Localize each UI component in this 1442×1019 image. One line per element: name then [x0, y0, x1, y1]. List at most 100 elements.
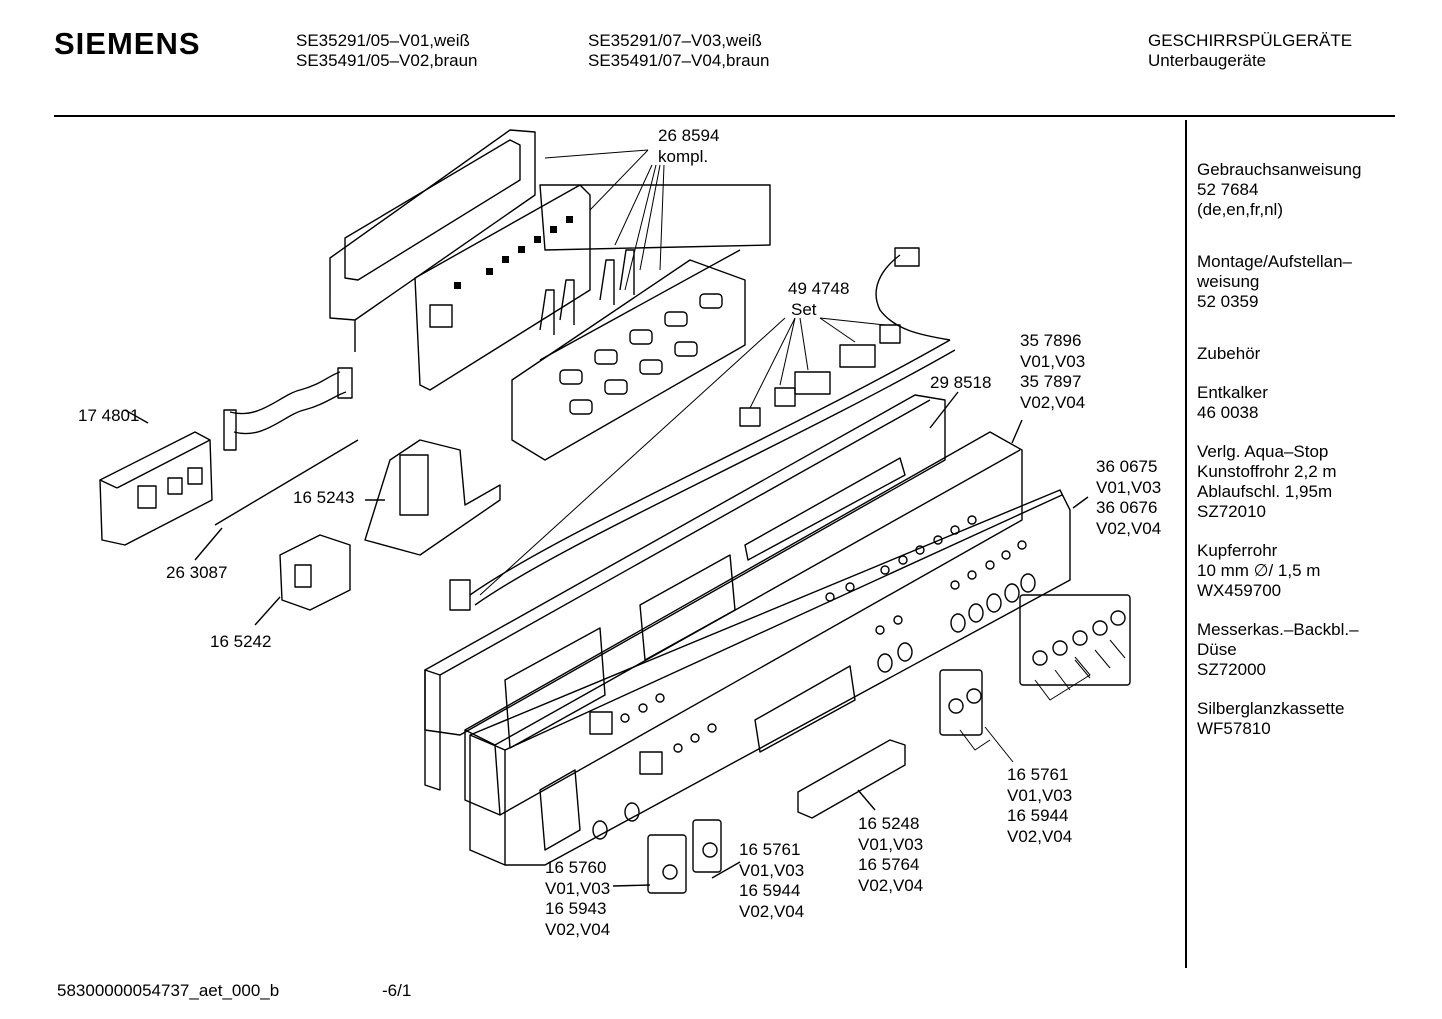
- mounting-bracket: [364, 439, 501, 556]
- button-strip: [797, 739, 906, 819]
- leader-line: [612, 884, 651, 887]
- category-line: Unterbaugeräte: [1148, 51, 1267, 70]
- accessory-line: 52 7684: [1197, 180, 1259, 199]
- accessory-group: Kupferrohr 10 mm ∅/ 1,5 m WX459700: [1197, 541, 1361, 601]
- callout-29-8518: 29 8518: [930, 373, 991, 394]
- accessory-line: SZ72000: [1197, 660, 1266, 679]
- electronic-board: [414, 184, 591, 391]
- callout-16-5248: 16 5248 V01,V03 16 5764 V02,V04: [858, 814, 923, 896]
- callout-16-5761-bottom: 16 5761 V01,V03 16 5944 V02,V04: [739, 840, 804, 922]
- model-line: SE35291/07–V03,weiß: [588, 31, 762, 50]
- callout-line: V02,V04: [1020, 392, 1086, 412]
- accessory-group: Montage/Aufstellan– weisung 52 0359: [1197, 252, 1361, 312]
- fascia-panel: [469, 489, 1071, 866]
- accessory-group: Messerkas.–Backbl.– Düse SZ72000: [1197, 620, 1361, 680]
- accessory-line: WX459700: [1197, 581, 1282, 600]
- callout-line: 16 5242: [210, 632, 272, 651]
- leader-line: [857, 789, 876, 811]
- control-panel-cover: [329, 129, 771, 352]
- leader-line: [929, 391, 959, 429]
- model-line: SE35291/05–V01,weiß: [296, 31, 470, 50]
- models-col-2: SE35291/07–V03,weiß SE35491/07–V04,braun: [588, 31, 770, 71]
- leader-line: [1072, 496, 1089, 509]
- callout-line: V01,V03: [1096, 477, 1162, 497]
- brand-logo: SIEMENS: [54, 26, 201, 61]
- accessory-line: 10 mm ∅/ 1,5 m: [1197, 561, 1321, 580]
- callout-line: 16 5248: [858, 814, 920, 833]
- exploded-view-drawing: [99, 129, 1131, 894]
- accessory-line: Entkalker: [1197, 383, 1268, 402]
- leader-lines-knobs: [959, 639, 1126, 763]
- callout-line: V02,V04: [1096, 518, 1162, 538]
- callout-16-5760: 16 5760 V01,V03 16 5943 V02,V04: [545, 858, 610, 940]
- accessory-line: SZ72010: [1197, 502, 1266, 521]
- callout-line: V01,V03: [858, 834, 924, 854]
- door-switch: [279, 534, 351, 611]
- accessory-group: Zubehör: [1197, 344, 1361, 364]
- header-divider: [54, 115, 1395, 117]
- accessory-sidebar: Gebrauchsanweisung 52 7684 (de,en,fr,nl)…: [1197, 160, 1361, 758]
- accessory-line: 52 0359: [1197, 292, 1259, 311]
- callout-line: V01,V03: [545, 878, 611, 898]
- accessory-line: 46 0038: [1197, 403, 1259, 422]
- leader-lines-set: [479, 149, 886, 596]
- callout-line: V01,V03: [739, 860, 805, 880]
- callout-line: 35 7897: [1020, 372, 1082, 391]
- callout-line: 36 0676: [1096, 498, 1158, 517]
- callout-line: 26 8594: [658, 126, 720, 145]
- accessory-line: (de,en,fr,nl): [1197, 200, 1283, 219]
- model-line: SE35491/07–V04,braun: [588, 51, 770, 70]
- accessory-line: Kunstoffrohr 2,2 m: [1197, 462, 1337, 481]
- callout-26-8594: 26 8594 kompl.: [658, 126, 719, 167]
- callout-line: V02,V04: [739, 901, 805, 921]
- accessory-line: Ablaufschl. 1,95m: [1197, 482, 1333, 501]
- accessory-line: Zubehör: [1197, 344, 1261, 363]
- callout-line: 26 3087: [166, 563, 228, 582]
- callout-line: 16 5944: [1007, 806, 1069, 825]
- accessory-line: Messerkas.–Backbl.–: [1197, 620, 1359, 639]
- accessory-group: Silberglanzkassette WF57810: [1197, 699, 1361, 739]
- callout-line: 16 5243: [293, 488, 355, 507]
- leader-line: [194, 527, 223, 561]
- front-panel: [464, 431, 1023, 816]
- callout-line: 16 5944: [739, 881, 801, 900]
- leader-line: [124, 409, 149, 424]
- accessory-line: Gebrauchsanweisung: [1197, 160, 1362, 179]
- document-id: 58300000054737_aet_000_b: [57, 981, 280, 1000]
- callout-16-5243: 16 5243: [293, 488, 354, 509]
- sidebar-divider: [1185, 120, 1187, 968]
- category-heading: GESCHIRRSPÜLGERÄTE Unterbaugeräte: [1148, 31, 1352, 71]
- callout-line: V01,V03: [1020, 351, 1086, 371]
- knob-group-bottom: [647, 819, 722, 894]
- leader-line: [711, 861, 741, 879]
- callout-line: V02,V04: [858, 875, 924, 895]
- callout-line: V01,V03: [1007, 785, 1073, 805]
- display-module: [99, 431, 213, 546]
- cable-harness: [449, 247, 956, 611]
- callout-line: 16 5761: [1007, 765, 1069, 784]
- callout-line: 35 7896: [1020, 331, 1082, 350]
- callout-line: V02,V04: [545, 919, 611, 939]
- callout-17-4801: 17 4801: [78, 406, 139, 427]
- model-line: SE35491/05–V02,braun: [296, 51, 478, 70]
- models-col-1: SE35291/05–V01,weiß SE35491/05–V02,braun: [296, 31, 478, 71]
- ribbon-cable: [223, 367, 353, 451]
- accessory-line: Silberglanzkassette: [1197, 699, 1345, 718]
- callout-49-4748: 49 4748 Set: [788, 279, 849, 320]
- accessory-line: weisung: [1197, 272, 1260, 291]
- accessory-line: Verlg. Aqua–Stop: [1197, 442, 1329, 461]
- accessory-line: WF57810: [1197, 719, 1271, 738]
- callout-line: 16 5761: [739, 840, 801, 859]
- wire: [214, 439, 359, 526]
- callout-line: 16 5764: [858, 855, 920, 874]
- callout-line: 16 5760: [545, 858, 607, 877]
- category-line: GESCHIRRSPÜLGERÄTE: [1148, 31, 1353, 50]
- callout-line: 16 5943: [545, 899, 607, 918]
- accessory-group: Entkalker 46 0038: [1197, 383, 1361, 423]
- callout-16-5761-right: 16 5761 V01,V03 16 5944 V02,V04: [1007, 765, 1072, 847]
- page-number: -6/1: [382, 981, 412, 1000]
- callout-line: 36 0675: [1096, 457, 1158, 476]
- callout-line: Set: [791, 299, 817, 319]
- accessory-line: Kupferrohr: [1197, 541, 1278, 560]
- callout-line: kompl.: [658, 146, 709, 166]
